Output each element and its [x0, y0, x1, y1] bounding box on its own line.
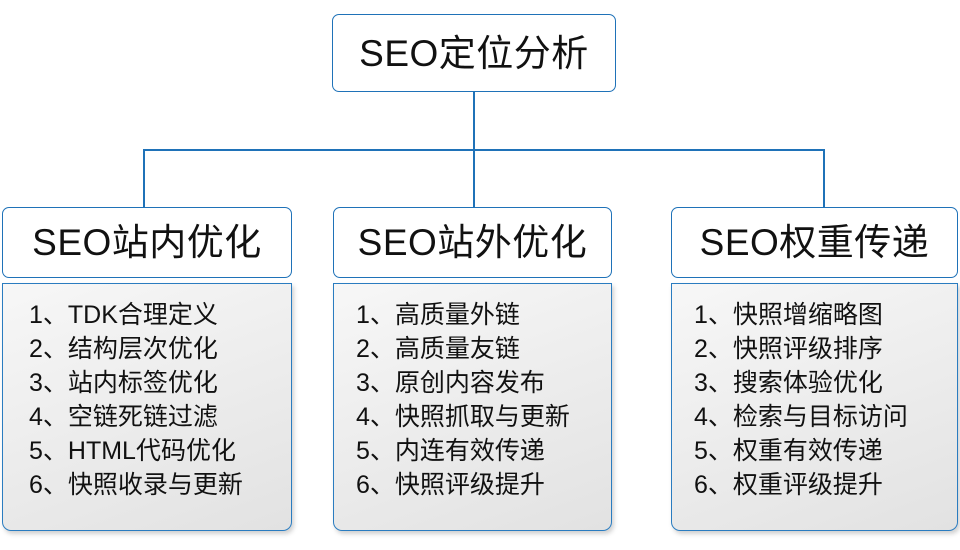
list-item: 6、快照收录与更新 — [29, 471, 243, 499]
list-item: 1、高质量外链 — [356, 301, 520, 329]
list-item: 1、快照增缩略图 — [694, 301, 883, 329]
list-item: 1、TDK合理定义 — [29, 301, 218, 329]
connector-root-stem — [473, 92, 475, 150]
list-item: 6、快照评级提升 — [356, 471, 545, 499]
list-item: 5、内连有效传递 — [356, 437, 545, 465]
connector-drop-center — [473, 149, 475, 207]
branch-list-3: 1、快照增缩略图 2、快照评级排序 3、搜索体验优化 4、检索与目标访问 5、权… — [671, 283, 958, 531]
list-item: 4、快照抓取与更新 — [356, 403, 570, 431]
list-item: 2、高质量友链 — [356, 335, 520, 363]
list-item: 4、空链死链过滤 — [29, 403, 218, 431]
branch-header-2-label: SEO站外优化 — [357, 222, 588, 263]
connector-drop-left — [143, 149, 145, 207]
root-node-label: SEO定位分析 — [359, 32, 589, 74]
root-node[interactable]: SEO定位分析 — [332, 14, 616, 92]
list-item: 3、原创内容发布 — [356, 369, 545, 397]
list-item: 5、HTML代码优化 — [29, 437, 236, 465]
branch-column-3: SEO权重传递 1、快照增缩略图 2、快照评级排序 3、搜索体验优化 4、检索与… — [671, 207, 958, 531]
list-item: 2、结构层次优化 — [29, 335, 218, 363]
branch-header-1[interactable]: SEO站内优化 — [2, 207, 292, 278]
branch-header-2[interactable]: SEO站外优化 — [333, 207, 612, 278]
connector-drop-right — [823, 149, 825, 207]
branch-list-1: 1、TDK合理定义 2、结构层次优化 3、站内标签优化 4、空链死链过滤 5、H… — [2, 283, 292, 531]
list-item: 6、权重评级提升 — [694, 471, 883, 499]
branch-column-2: SEO站外优化 1、高质量外链 2、高质量友链 3、原创内容发布 4、快照抓取与… — [333, 207, 612, 531]
branch-header-3-label: SEO权重传递 — [699, 222, 930, 263]
list-item: 3、搜索体验优化 — [694, 369, 883, 397]
connector-horizontal-bus — [143, 149, 825, 151]
branch-list-2: 1、高质量外链 2、高质量友链 3、原创内容发布 4、快照抓取与更新 5、内连有… — [333, 283, 612, 531]
branch-header-3[interactable]: SEO权重传递 — [671, 207, 958, 278]
branch-header-1-label: SEO站内优化 — [32, 222, 262, 263]
list-item: 2、快照评级排序 — [694, 335, 883, 363]
list-item: 5、权重有效传递 — [694, 437, 883, 465]
list-item: 3、站内标签优化 — [29, 369, 218, 397]
list-item: 4、检索与目标访问 — [694, 403, 908, 431]
branch-column-1: SEO站内优化 1、TDK合理定义 2、结构层次优化 3、站内标签优化 4、空链… — [2, 207, 292, 531]
